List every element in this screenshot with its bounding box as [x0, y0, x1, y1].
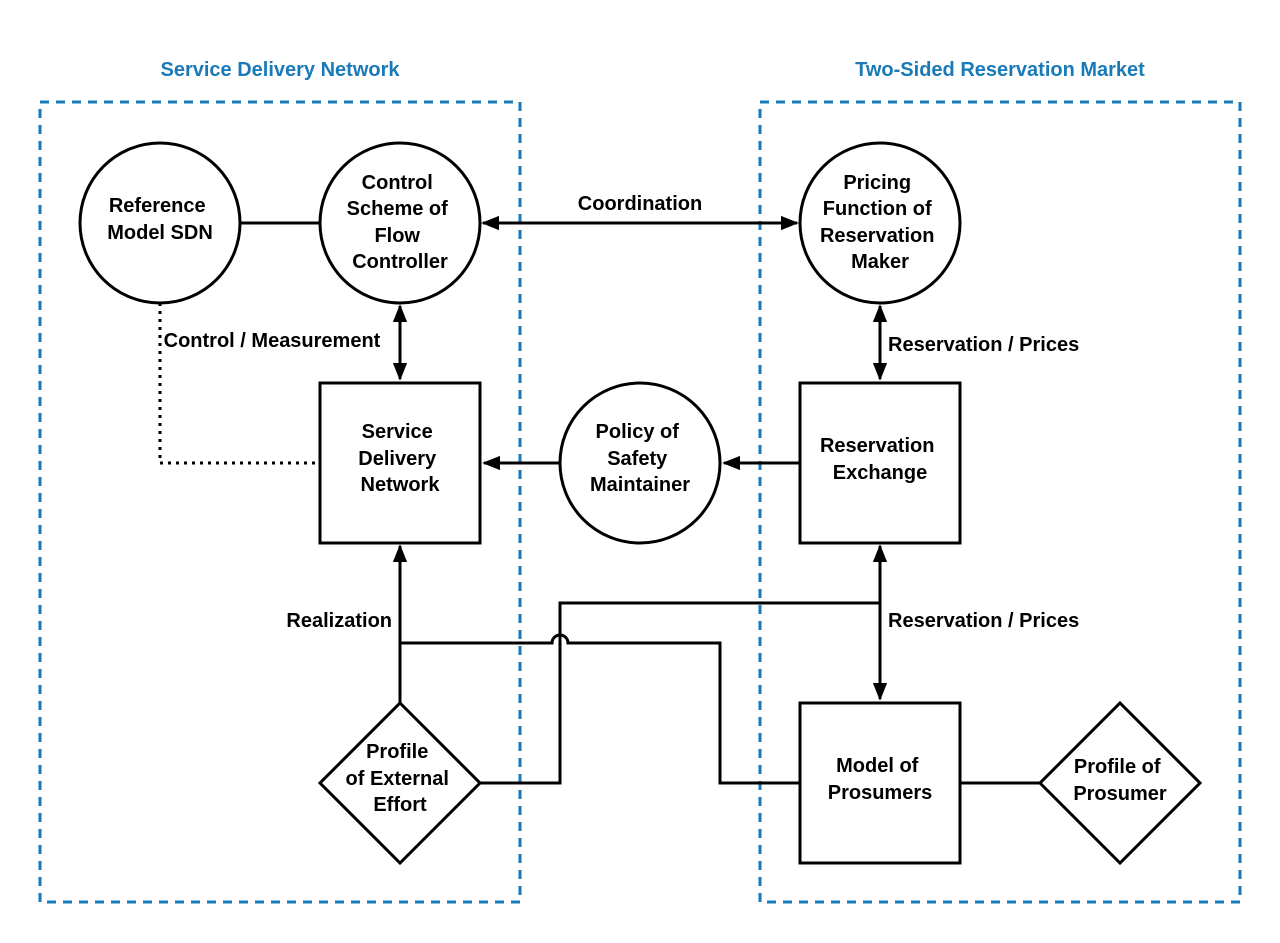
edge-profile-effort-to-exchange [478, 601, 880, 785]
svg-text:Reservation Exchange: Reservation Exchange [820, 435, 940, 484]
node-reservation-exchange: Reservation Exchange [798, 381, 962, 545]
group-title-service-delivery-network: Service Delivery Network [160, 59, 400, 81]
svg-text:Profile of External: Profile of External Effort [346, 741, 455, 816]
group-frame-service-delivery-network [38, 100, 522, 904]
label-realization: Realization [286, 610, 392, 632]
svg-text:Control Scheme of: Control Scheme of Flow Controller [347, 172, 454, 273]
group-title-two-sided-reservation-market: Two-Sided Reservation Market [855, 59, 1145, 81]
svg-text:Reference Model SDN: Reference Model SDN [107, 195, 213, 244]
node-policy-of-safety-maintainer: Policy of Safety Maintainer [558, 381, 722, 545]
node-service-delivery-network: Service Delivery Network [318, 381, 482, 545]
svg-text:Model of Prosumers: Model of Prosumers [828, 755, 933, 804]
node-profile-of-external-effort: Profile of External Effort [317, 700, 483, 866]
group-frame-two-sided-reservation-market [758, 100, 1242, 904]
label-reservation-prices-top: Reservation / Prices [888, 334, 1079, 356]
edge-reference-to-sdn-dotted [158, 303, 318, 465]
node-model-of-prosumers: Model of Prosumers [798, 701, 962, 865]
label-reservation-prices-bottom: Reservation / Prices [888, 610, 1079, 632]
svg-text:Policy of Safety M: Policy of Safety Maintainer [590, 421, 690, 496]
svg-text:Profile of Prosumer: Profile of Prosumer [1073, 756, 1167, 805]
node-reference-model-sdn: Reference Model SDN [78, 141, 242, 305]
node-pricing-function-of-reservation-maker: Pricing Function of Reservation Maker [798, 141, 962, 305]
svg-text:Service Delivery N: Service Delivery Network [358, 421, 441, 496]
label-coordination: Coordination [578, 193, 702, 215]
label-control-measurement: Control / Measurement [164, 330, 381, 352]
node-control-scheme-of-flow-controller: Control Scheme of Flow Controller [318, 141, 482, 305]
edge-prosumers-to-realization [400, 633, 800, 785]
svg-text:Pricing Function of: Pricing Function of Reservation Maker [820, 172, 940, 273]
node-profile-of-prosumer: Profile of Prosumer [1037, 700, 1203, 866]
